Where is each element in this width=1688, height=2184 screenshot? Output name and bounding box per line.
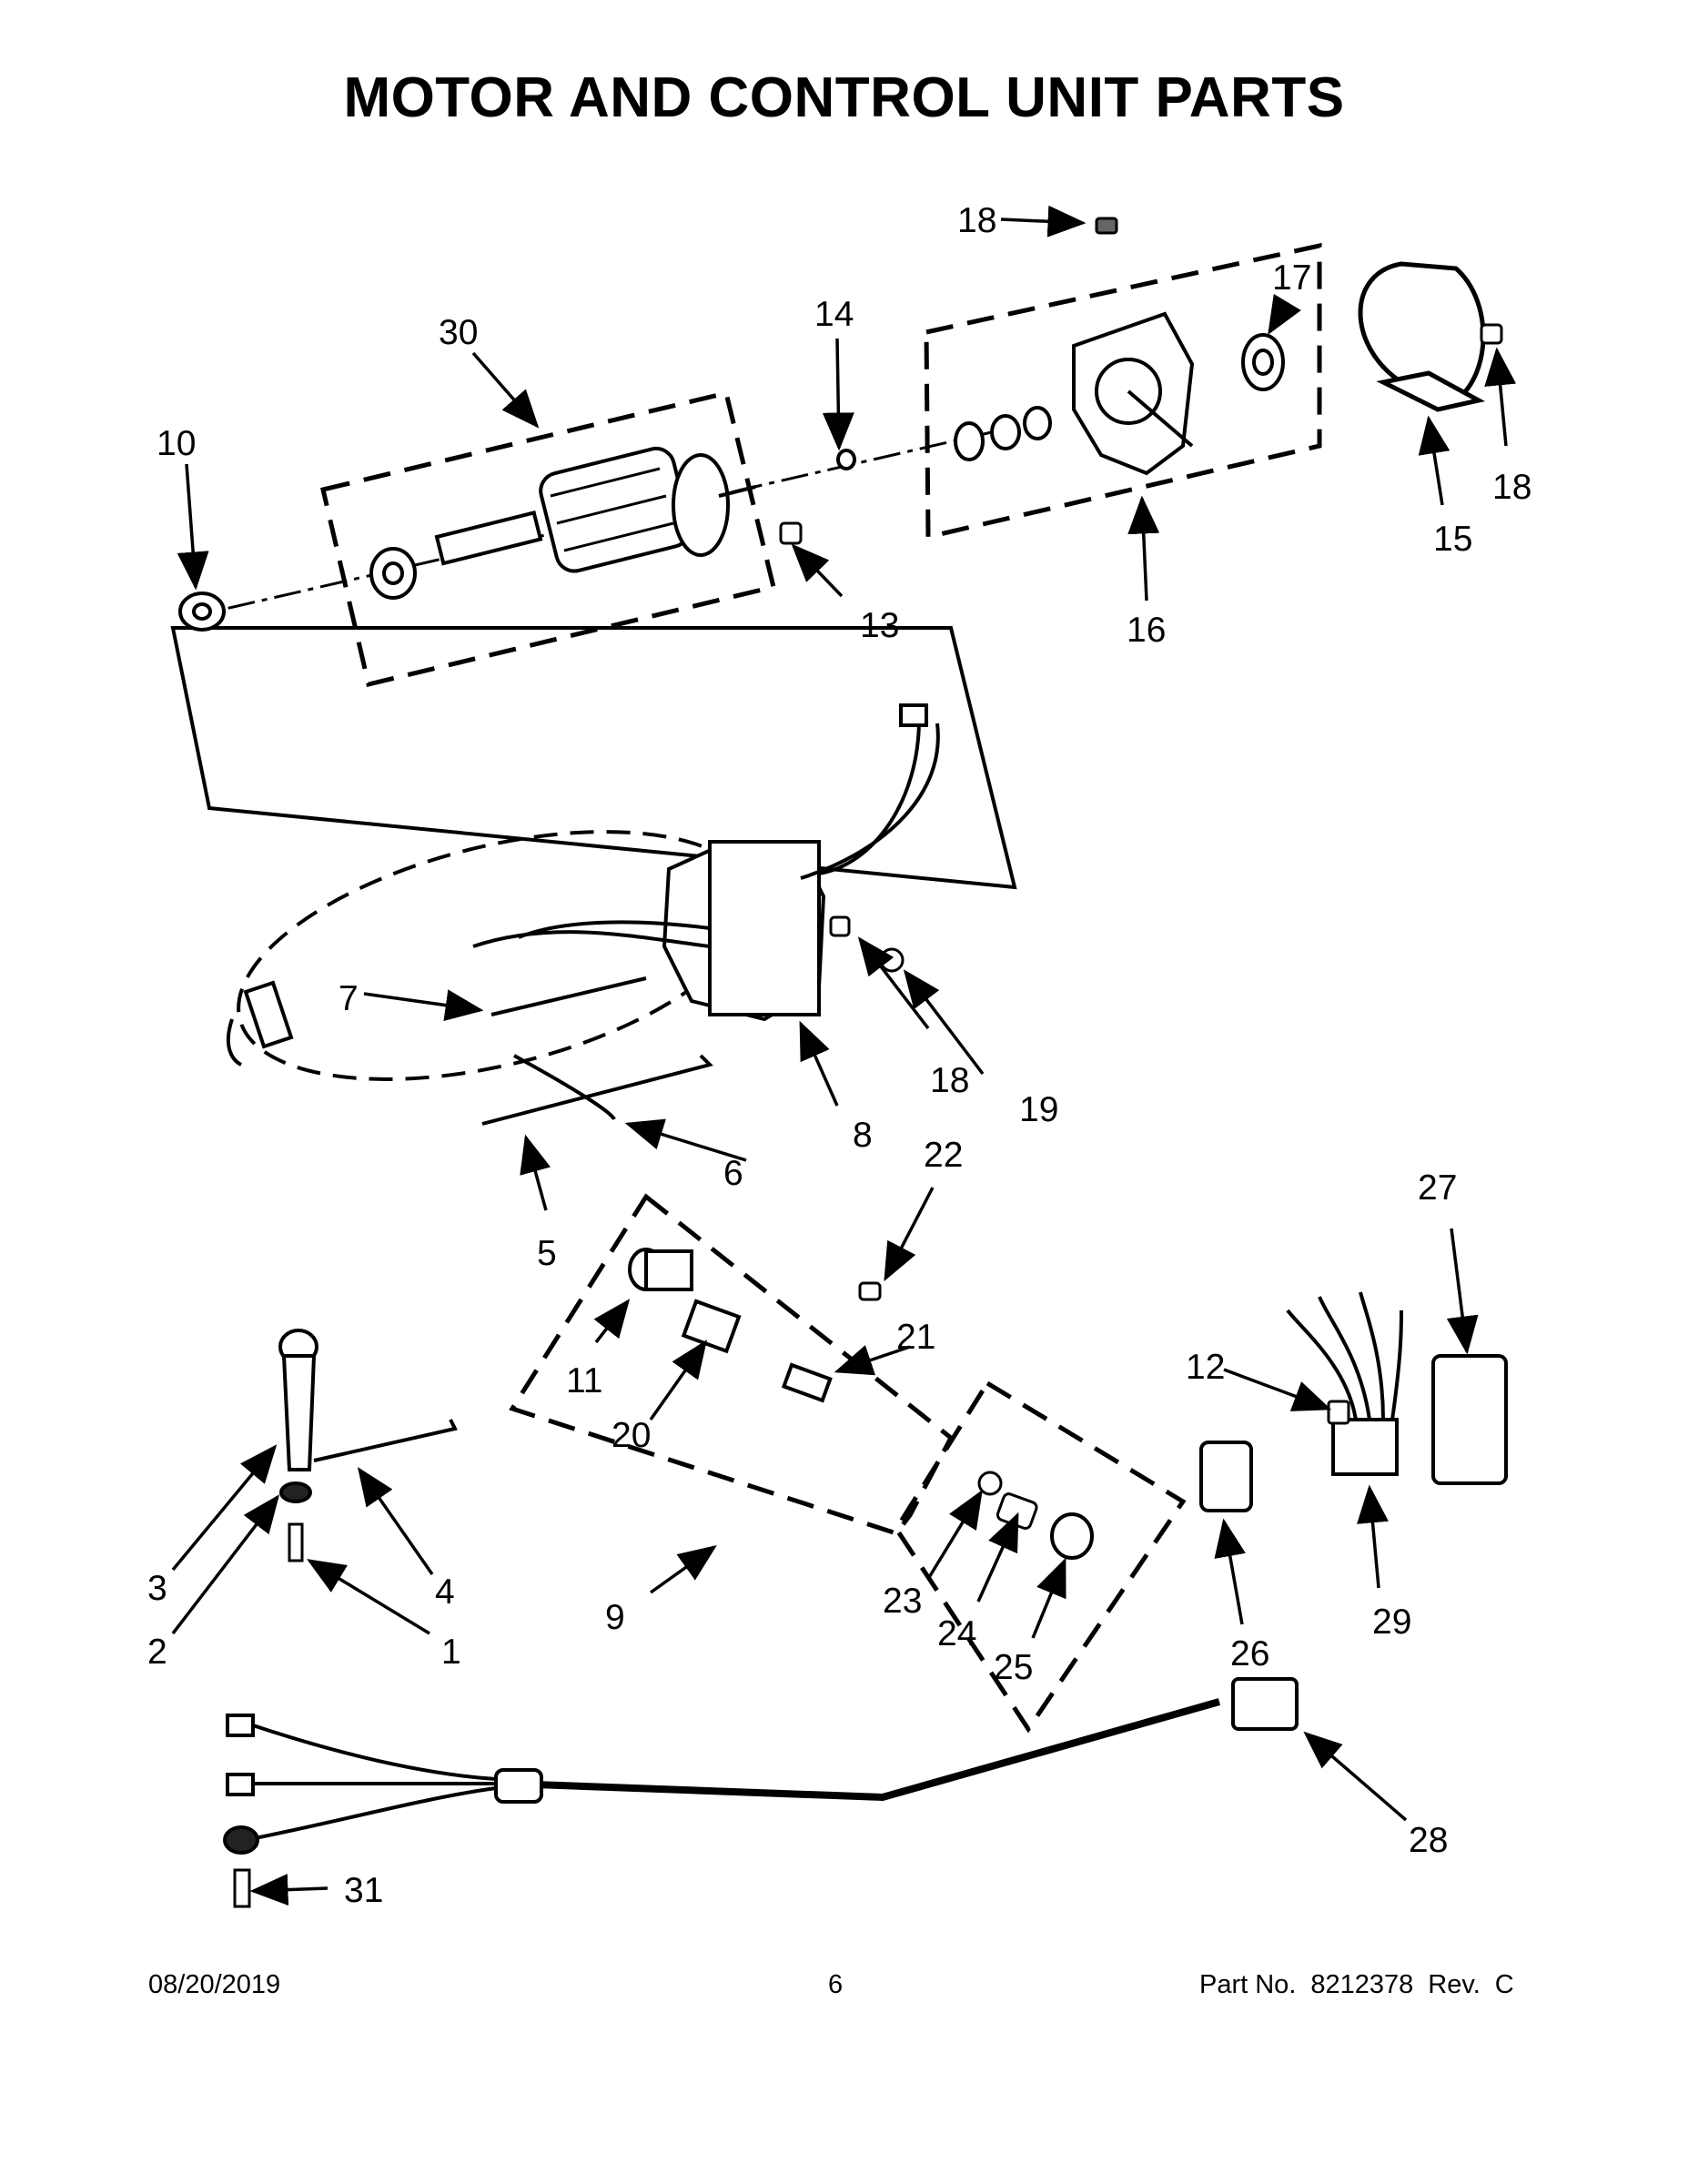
callout-10: 10 <box>157 424 196 463</box>
part-10-bearing <box>178 592 226 632</box>
part-14-retaining-ring <box>836 449 856 470</box>
part-2-washer <box>279 1481 312 1503</box>
part-27-switch <box>1199 1441 1253 1512</box>
callout-23: 22 <box>924 1136 963 1175</box>
callout-14: 14 <box>814 295 854 334</box>
callout-13: 13 <box>860 606 899 645</box>
callout-18-mid: 18 <box>930 1061 969 1100</box>
part-18-nut-mid <box>829 915 851 937</box>
part-15-support-bracket <box>1358 261 1486 412</box>
callout-31: 30 <box>439 313 478 352</box>
part-20-lockwasher <box>879 947 905 973</box>
callout-19: 18 <box>957 201 996 240</box>
callout-6: 6 <box>723 1154 743 1193</box>
callout-4: 4 <box>435 1572 455 1612</box>
part-11-brush-holder <box>628 1248 693 1291</box>
callout-9: 9 <box>605 1598 625 1637</box>
part-7-screw <box>490 976 647 1016</box>
part-23-spring <box>858 1281 882 1301</box>
part-16-bearing-bracket <box>954 311 1195 476</box>
footer-date: 08/20/2019 <box>148 1970 281 1999</box>
part-18-nut-top <box>1480 323 1503 345</box>
callout-32: 31 <box>344 1871 383 1910</box>
leader-arrows <box>171 205 1517 1906</box>
brush-holder-assembly-box <box>509 1193 955 1536</box>
callout-5: 5 <box>537 1234 557 1273</box>
part-17-bearing <box>1241 333 1285 391</box>
part-22-brush <box>781 1362 833 1403</box>
part-19-clip <box>1095 217 1118 235</box>
callout-26: 25 <box>994 1648 1033 1687</box>
part-26-brush-cap <box>1050 1512 1094 1560</box>
part-31-armature <box>369 446 756 600</box>
part-6-lead <box>513 1054 616 1121</box>
part-25-spring <box>996 1492 1038 1530</box>
callout-20: 19 <box>1019 1090 1058 1129</box>
bearing-bracket-assembly-box <box>924 242 1322 541</box>
part-3-lever <box>278 1329 318 1471</box>
part-24-brush <box>977 1471 1003 1496</box>
callout-8: 8 <box>853 1116 873 1155</box>
footer-part-info: Part No. 8212378 Rev. C <box>1199 1970 1529 2000</box>
part-12-screw <box>1327 1400 1350 1425</box>
part-32-screw <box>233 1868 251 1908</box>
part-30-control-board <box>1286 1291 1403 1476</box>
part-4-spring <box>313 1419 458 1462</box>
callout-25: 24 <box>937 1614 976 1653</box>
part-28-speed-control <box>1431 1354 1508 1485</box>
callout-30: 29 <box>1372 1603 1411 1642</box>
armature-assembly-box <box>319 389 777 688</box>
part-number-value: 8212378 <box>1310 1970 1414 1999</box>
callout-7: 7 <box>339 979 359 1018</box>
callout-2: 2 <box>147 1633 167 1672</box>
assembly-outlines <box>319 242 1322 1734</box>
motor-end-cap <box>226 980 294 1067</box>
part-29-power-cord <box>223 1677 1299 1855</box>
callout-27: 26 <box>1230 1634 1269 1673</box>
callout-15: 15 <box>1433 520 1472 559</box>
revision-label: Rev. <box>1428 1970 1481 1999</box>
revision-value: C <box>1494 1970 1514 1999</box>
callout-12: 12 <box>1186 1348 1225 1387</box>
callout-28: 27 <box>1418 1168 1457 1208</box>
part-21-brush <box>681 1299 742 1354</box>
page-title: MOTOR AND CONTROL UNIT PARTS <box>343 66 1345 129</box>
callout-16: 16 <box>1127 611 1166 650</box>
part-8-motor-field <box>472 703 940 1022</box>
brush-cap-assembly-box <box>894 1380 1187 1734</box>
callout-labels: 18 14 30 10 13 16 17 15 18 7 8 18 19 6 5… <box>147 201 1531 1910</box>
part-5-lead <box>481 1054 713 1126</box>
callout-18-top: 18 <box>1492 468 1531 507</box>
part-number-label: Part No. <box>1199 1970 1297 1999</box>
part-13-spring <box>779 521 803 545</box>
footer-page-number: 6 <box>828 1970 844 1999</box>
part-1-screw <box>288 1522 304 1562</box>
callout-21: 20 <box>612 1416 651 1455</box>
callout-17: 17 <box>1272 258 1311 298</box>
callout-3: 3 <box>147 1569 167 1608</box>
callout-24: 23 <box>883 1582 922 1621</box>
motor-field-outline <box>170 626 1017 890</box>
callout-29: 28 <box>1409 1821 1448 1860</box>
callout-1: 1 <box>441 1633 461 1672</box>
callout-11: 11 <box>566 1361 603 1400</box>
callout-22: 21 <box>896 1318 935 1357</box>
